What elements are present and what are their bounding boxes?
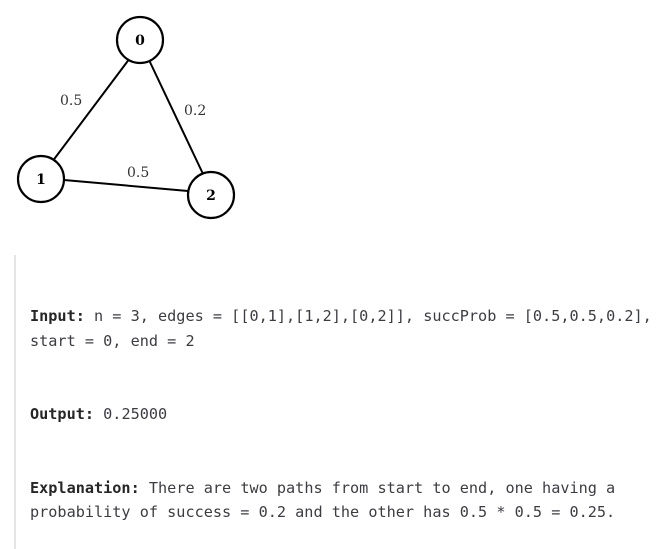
output-line: Output: 0.25000 bbox=[30, 402, 672, 427]
edge-label-1-2: 0.5 bbox=[127, 165, 149, 181]
input-value: n = 3, edges = [[0,1],[1,2],[0,2]], succ… bbox=[30, 307, 661, 350]
node-0: 0 bbox=[115, 15, 165, 65]
node-2: 2 bbox=[186, 170, 236, 220]
node-1-label: 1 bbox=[36, 172, 46, 188]
edge-1-2 bbox=[63, 179, 189, 192]
explanation-label: Explanation: bbox=[30, 478, 140, 497]
input-line: Input: n = 3, edges = [[0,1],[1,2],[0,2]… bbox=[30, 304, 672, 353]
example-block: Input: n = 3, edges = [[0,1],[1,2],[0,2]… bbox=[14, 255, 672, 549]
graph-diagram: 0.5 0.2 0.5 0 1 2 bbox=[16, 15, 236, 220]
edge-label-0-2: 0.2 bbox=[184, 103, 206, 119]
input-label: Input: bbox=[30, 307, 85, 325]
node-1: 1 bbox=[16, 154, 66, 204]
edge-0-2 bbox=[148, 59, 205, 177]
edge-0-1 bbox=[51, 57, 131, 163]
node-2-label: 2 bbox=[206, 188, 216, 204]
node-0-label: 0 bbox=[135, 33, 145, 49]
output-value: 0.25000 bbox=[94, 405, 168, 423]
edge-label-0-1: 0.5 bbox=[60, 93, 82, 109]
output-label: Output: bbox=[30, 405, 95, 423]
explanation-line: Explanation: There are two paths from st… bbox=[30, 476, 672, 525]
